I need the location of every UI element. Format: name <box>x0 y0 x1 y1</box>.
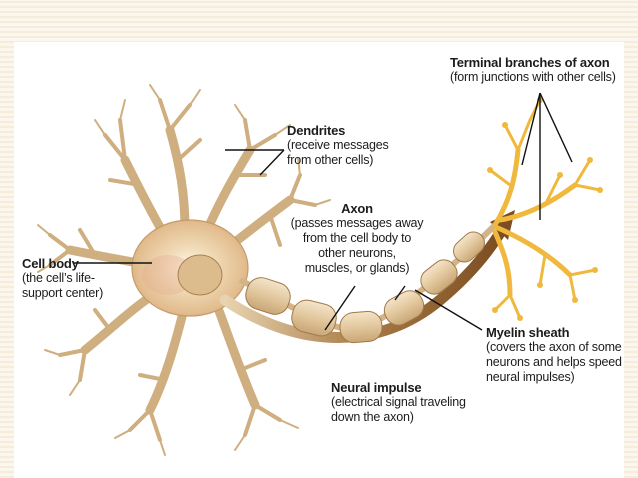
cellbody-desc: (the cell’s life- support center) <box>22 271 104 300</box>
impulse-desc: (electrical signal traveling down the ax… <box>331 395 466 424</box>
myelin-segments-graphic <box>245 231 485 344</box>
axon-pointer-2 <box>394 285 406 301</box>
myelin-title: Myelin sheath <box>486 325 570 340</box>
impulse-title: Neural impulse <box>331 380 422 395</box>
terminal-title: Terminal branches of axon <box>450 55 610 70</box>
terminal-pointer-1 <box>521 92 541 166</box>
dendrites-title: Dendrites <box>287 123 346 138</box>
label-myelin-sheath: Myelin sheath (covers the axon of some n… <box>486 325 622 385</box>
cellbody-title: Cell body <box>22 256 79 271</box>
label-neural-impulse: Neural impulse (electrical signal travel… <box>331 380 466 425</box>
label-cell-body: Cell body (the cell’s life- support cent… <box>22 256 103 301</box>
dendrites-desc: (receive messages from other cells) <box>287 138 389 167</box>
label-axon: Axon (passes messages away from the cell… <box>282 201 432 276</box>
dendrites-pointer-2 <box>259 149 285 176</box>
axon-desc: (passes messages away from the cell body… <box>290 216 424 275</box>
terminal-branches-graphic <box>487 97 603 321</box>
terminal-desc: (form junctions with other cells) <box>450 70 616 84</box>
nucleus-graphic <box>177 254 223 296</box>
myelin-pointer <box>414 289 483 331</box>
axon-pointer-1 <box>324 285 356 331</box>
label-terminal-branches: Terminal branches of axon (form junction… <box>450 55 616 85</box>
axon-title: Axon <box>341 201 373 216</box>
myelin-desc: (covers the axon of some neurons and hel… <box>486 340 622 384</box>
label-dendrites: Dendrites (receive messages from other c… <box>287 123 389 168</box>
terminal-pointer-3 <box>539 92 573 163</box>
pointer-lines <box>74 92 573 331</box>
axon-graphic <box>238 222 498 344</box>
